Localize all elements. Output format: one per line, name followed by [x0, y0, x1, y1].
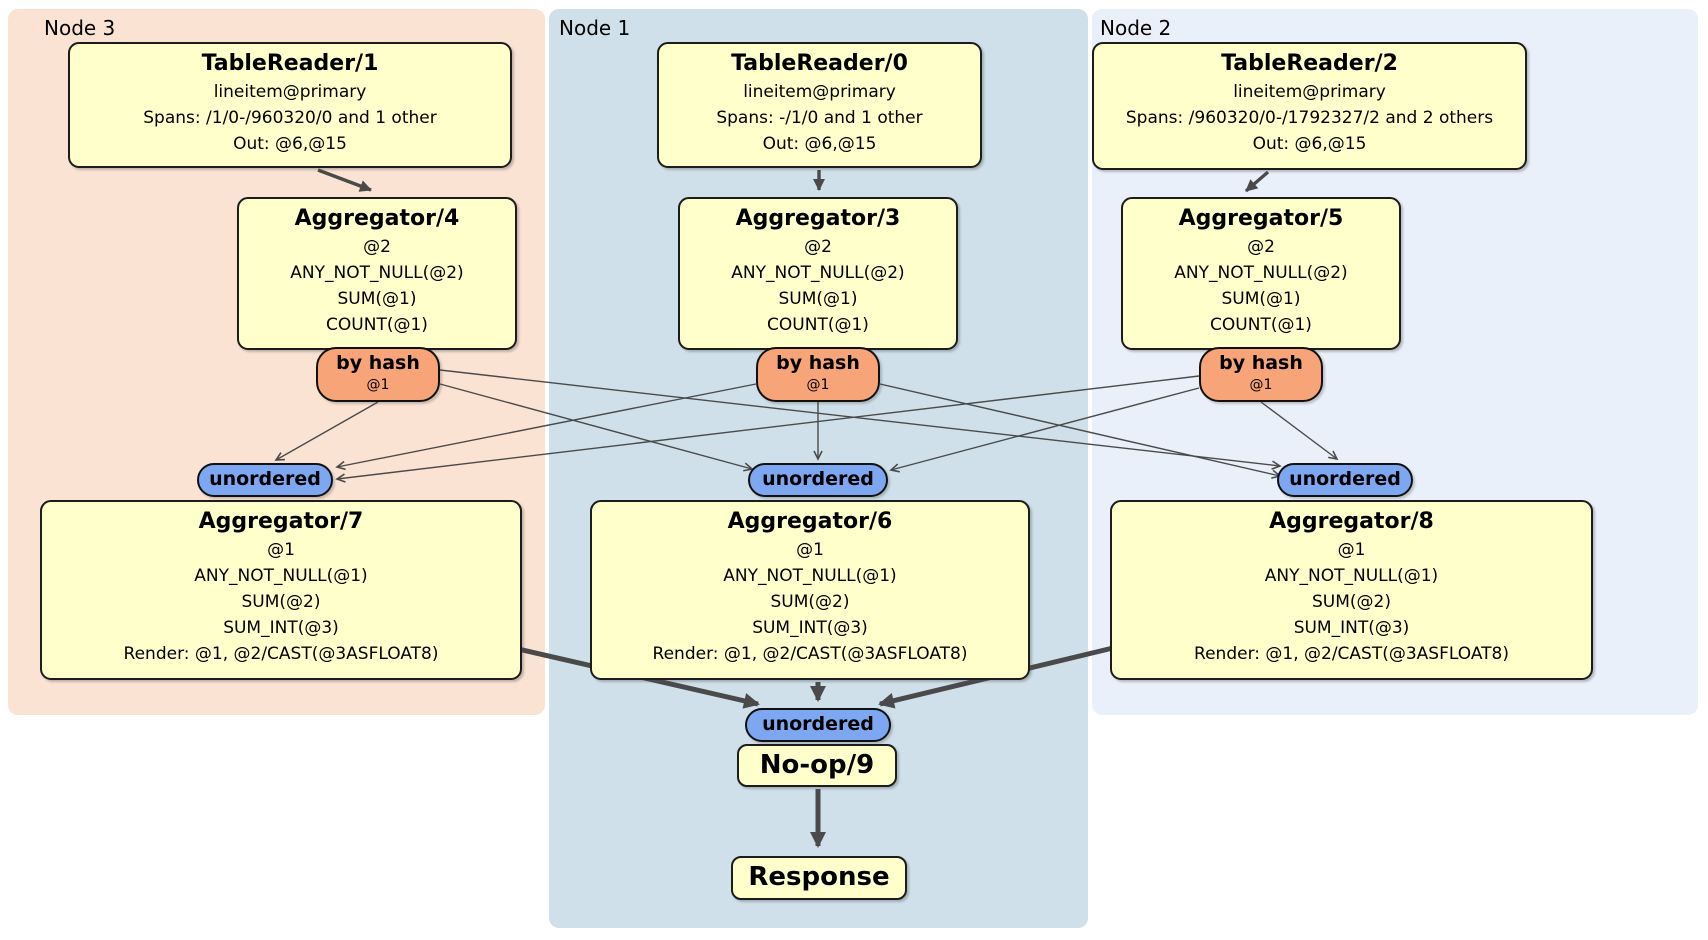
region-node1-label: Node 1: [559, 16, 631, 40]
router-by-hash-node2-label: by hash: [1219, 352, 1303, 374]
aggregator-7-box: Aggregator/7 @1 ANY_NOT_NULL(@1) SUM(@2)…: [40, 500, 522, 680]
aggregator-3-groupcols: @2: [804, 237, 832, 257]
aggregator-3-title: Aggregator/3: [735, 206, 901, 231]
aggregator-5-fn2: SUM(@1): [1221, 289, 1301, 309]
aggregator-6-fn1: ANY_NOT_NULL(@1): [723, 566, 897, 586]
tablereader-1-index: lineitem@primary: [213, 82, 367, 102]
aggregator-3-fn1: ANY_NOT_NULL(@2): [731, 263, 905, 283]
tablereader-0-box: TableReader/0 lineitem@primary Spans: -/…: [657, 42, 982, 168]
aggregator-5-title: Aggregator/5: [1178, 206, 1344, 231]
aggregator-6-box: Aggregator/6 @1 ANY_NOT_NULL(@1) SUM(@2)…: [590, 500, 1030, 680]
tablereader-2-index: lineitem@primary: [1233, 82, 1386, 102]
router-by-hash-node1-detail: @1: [806, 377, 830, 393]
aggregator-5-groupcols: @2: [1247, 237, 1275, 257]
aggregator-5-box: Aggregator/5 @2 ANY_NOT_NULL(@2) SUM(@1)…: [1121, 197, 1401, 350]
router-by-hash-node3: by hash @1: [316, 347, 440, 402]
router-by-hash-node3-detail: @1: [366, 377, 390, 393]
aggregator-7-title: Aggregator/7: [198, 509, 364, 534]
tablereader-1-spans: Spans: /1/0-/960320/0 and 1 other: [143, 108, 437, 128]
router-by-hash-node2: by hash @1: [1199, 347, 1323, 402]
aggregator-6-fn2: SUM(@2): [770, 592, 850, 612]
aggregator-7-fn2: SUM(@2): [241, 592, 321, 612]
aggregator-6-render: Render: @1, @2/CAST(@3ASFLOAT8): [652, 644, 968, 664]
aggregator-8-render: Render: @1, @2/CAST(@3ASFLOAT8): [1194, 644, 1509, 664]
aggregator-4-fn1: ANY_NOT_NULL(@2): [290, 263, 464, 283]
aggregator-8-box: Aggregator/8 @1 ANY_NOT_NULL(@1) SUM(@2)…: [1110, 500, 1593, 680]
aggregator-4-title: Aggregator/4: [294, 206, 460, 231]
aggregator-8-title: Aggregator/8: [1269, 509, 1434, 534]
tablereader-2-title: TableReader/2: [1221, 51, 1398, 76]
aggregator-8-fn1: ANY_NOT_NULL(@1): [1264, 566, 1439, 586]
tablereader-0-index: lineitem@primary: [743, 82, 896, 102]
tablereader-2-spans: Spans: /960320/0-/1792327/2 and 2 others: [1125, 108, 1494, 128]
sync-unordered-node3: unordered: [197, 463, 333, 497]
tablereader-0-title: TableReader/0: [731, 51, 908, 76]
tablereader-2-out: Out: @6,@15: [1252, 134, 1367, 154]
aggregator-5-fn1: ANY_NOT_NULL(@2): [1174, 263, 1348, 283]
response-box: Response: [731, 856, 907, 900]
aggregator-7-groupcols: @1: [267, 540, 295, 560]
sync-unordered-node2: unordered: [1277, 463, 1413, 497]
sync-unordered-final: unordered: [745, 708, 891, 742]
aggregator-4-box: Aggregator/4 @2 ANY_NOT_NULL(@2) SUM(@1)…: [237, 197, 517, 350]
aggregator-3-fn2: SUM(@1): [778, 289, 858, 309]
aggregator-8-fn3: SUM_INT(@3): [1293, 618, 1410, 638]
router-by-hash-node3-label: by hash: [336, 352, 420, 374]
aggregator-8-groupcols: @1: [1337, 540, 1366, 560]
router-by-hash-node1-label: by hash: [776, 352, 860, 374]
sync-unordered-node1: unordered: [748, 463, 888, 497]
aggregator-5-fn3: COUNT(@1): [1210, 315, 1312, 335]
region-node2-label: Node 2: [1100, 16, 1172, 40]
router-by-hash-node2-detail: @1: [1249, 377, 1273, 393]
tablereader-1-box: TableReader/1 lineitem@primary Spans: /1…: [68, 42, 512, 168]
aggregator-8-fn2: SUM(@2): [1312, 592, 1391, 612]
aggregator-7-fn1: ANY_NOT_NULL(@1): [194, 566, 368, 586]
aggregator-4-groupcols: @2: [363, 237, 391, 257]
router-by-hash-node1: by hash @1: [756, 347, 880, 402]
tablereader-1-title: TableReader/1: [201, 51, 379, 76]
tablereader-0-spans: Spans: -/1/0 and 1 other: [716, 108, 923, 128]
aggregator-3-box: Aggregator/3 @2 ANY_NOT_NULL(@2) SUM(@1)…: [678, 197, 958, 350]
aggregator-4-fn3: COUNT(@1): [326, 315, 428, 335]
aggregator-7-fn3: SUM_INT(@3): [223, 618, 339, 638]
aggregator-6-title: Aggregator/6: [727, 509, 893, 534]
aggregator-4-fn2: SUM(@1): [337, 289, 417, 309]
noop-box: No-op/9: [737, 744, 897, 787]
aggregator-3-fn3: COUNT(@1): [767, 315, 869, 335]
tablereader-1-out: Out: @6,@15: [233, 134, 347, 154]
aggregator-7-render: Render: @1, @2/CAST(@3ASFLOAT8): [123, 644, 439, 664]
aggregator-6-groupcols: @1: [796, 540, 824, 560]
aggregator-6-fn3: SUM_INT(@3): [752, 618, 868, 638]
tablereader-0-out: Out: @6,@15: [762, 134, 877, 154]
region-node3-label: Node 3: [44, 16, 116, 40]
tablereader-2-box: TableReader/2 lineitem@primary Spans: /9…: [1092, 42, 1527, 170]
